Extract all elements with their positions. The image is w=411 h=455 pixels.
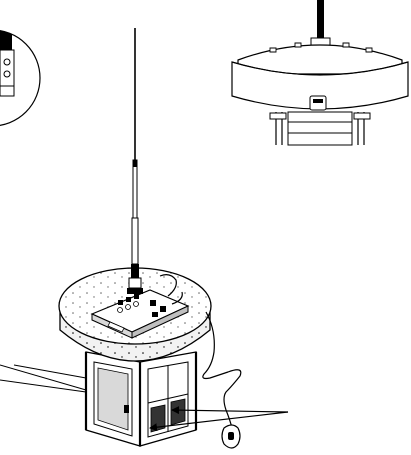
callout-arrow-lower [149, 412, 288, 432]
remote-control [222, 425, 240, 448]
remote-cable [203, 312, 241, 428]
leader-lines-left [0, 365, 86, 392]
callout-arrow-upper [171, 406, 288, 415]
inset-base-closeup [232, 0, 408, 145]
pedestal-box [86, 352, 196, 446]
callout-arrows [149, 406, 288, 432]
antenna [127, 28, 143, 294]
control-unit [92, 275, 188, 338]
inset-partial-detail [0, 30, 40, 126]
